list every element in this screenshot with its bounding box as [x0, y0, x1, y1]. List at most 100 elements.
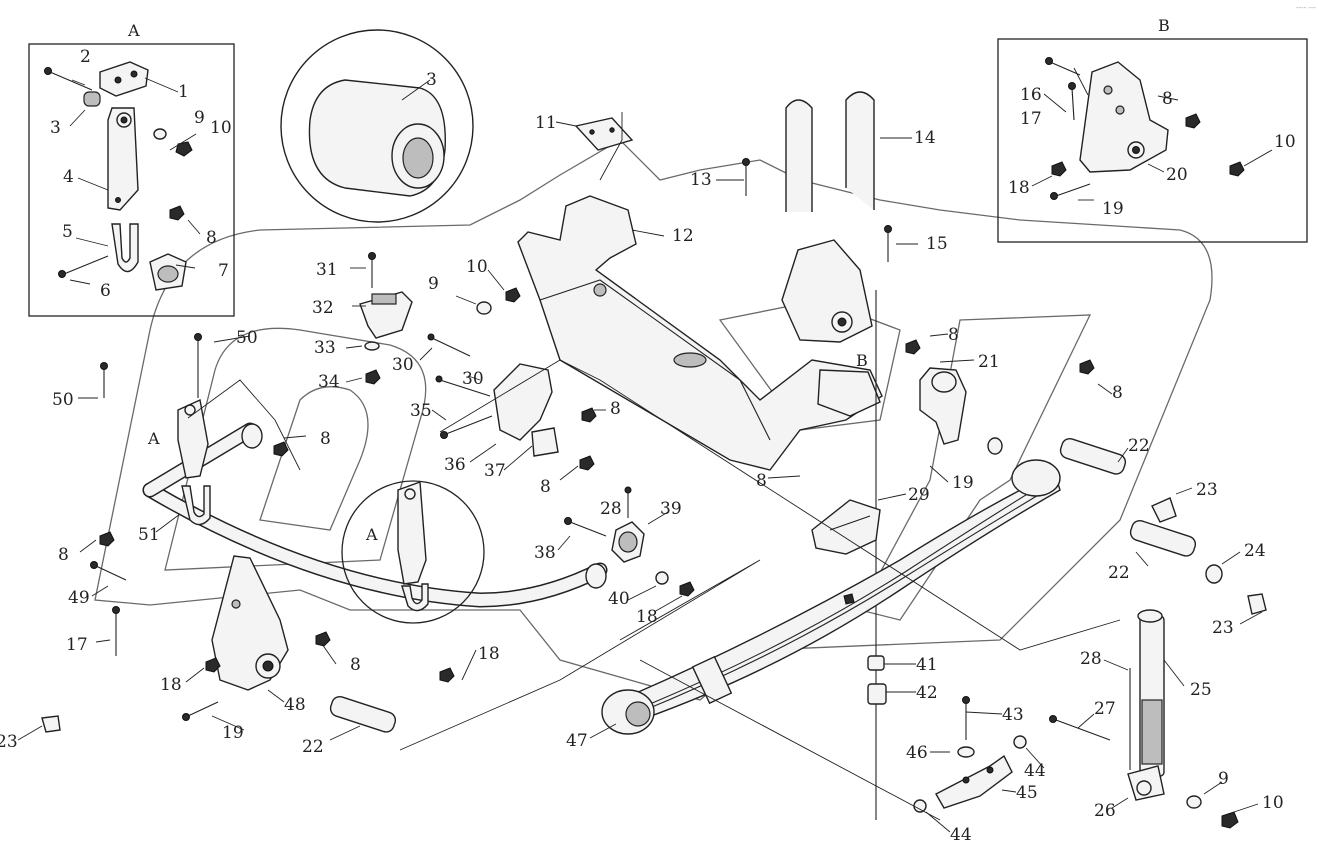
callout-22: 22: [1128, 436, 1150, 456]
callout-17: 17: [1020, 109, 1042, 129]
callout-8: 8: [350, 655, 361, 675]
callout-34: 34: [318, 372, 340, 392]
callout-24: 24: [1244, 541, 1266, 561]
callout-42: 42: [916, 683, 938, 703]
callout-23: 23: [0, 732, 18, 752]
callout-28: 28: [600, 499, 622, 519]
callout-4: 4: [63, 167, 74, 187]
callout-50: 50: [52, 390, 74, 410]
callout-37: 37: [484, 461, 506, 481]
pins-and-nipples: [41, 437, 1267, 733]
crossmember-assembly: [517, 117, 883, 471]
callout-40: 40: [608, 589, 630, 609]
callout-9: 9: [194, 108, 205, 128]
bracket-48: [90, 555, 455, 721]
clamp-39: [564, 486, 695, 597]
callout-20: 20: [1166, 165, 1188, 185]
callout-44: 44: [950, 825, 972, 845]
callout-3: 3: [50, 118, 61, 138]
callout-15: 15: [926, 234, 948, 254]
callout-12: 12: [672, 226, 694, 246]
detail-box-a: A: [28, 21, 235, 317]
callout-23: 23: [1196, 480, 1218, 500]
callout-18: 18: [636, 607, 658, 627]
callout-41: 41: [916, 655, 938, 675]
callout-8: 8: [206, 228, 217, 248]
callout-10: 10: [1262, 793, 1284, 813]
callout-36: 36: [444, 455, 466, 475]
box-b-title: B: [1158, 16, 1170, 35]
callout-29: 29: [908, 485, 930, 505]
callout-30: 30: [392, 355, 414, 375]
callout-8: 8: [1112, 383, 1123, 403]
callout-11: 11: [535, 113, 557, 133]
callout-39: 39: [660, 499, 682, 519]
callout-19: 19: [1102, 199, 1124, 219]
callout-18: 18: [160, 675, 182, 695]
callout-31: 31: [316, 260, 338, 280]
callout-32: 32: [312, 298, 334, 318]
callout-1: 1: [178, 82, 189, 102]
view-mark-a: A: [147, 429, 160, 448]
box-a-title: A: [127, 21, 140, 40]
callout-8: 8: [610, 399, 621, 419]
callout-8: 8: [58, 545, 69, 565]
callout-8: 8: [540, 477, 551, 497]
view-mark-a: A: [365, 525, 378, 544]
bushing-detail-circle: [280, 29, 474, 223]
callout-46: 46: [906, 743, 928, 763]
view-marks: A A B: [147, 351, 868, 544]
callout-50: 50: [236, 328, 258, 348]
callout-48: 48: [284, 695, 306, 715]
callout-22: 22: [1108, 563, 1130, 583]
callout-18: 18: [478, 644, 500, 664]
callout-28: 28: [1080, 649, 1102, 669]
callout-14: 14: [914, 128, 936, 148]
corner-mark: ---- ---: [1296, 4, 1316, 12]
shaft-bracket: [913, 696, 1027, 813]
bracket-36: [427, 333, 597, 471]
nuts-41-42: [867, 655, 887, 705]
callout-51: 51: [138, 525, 160, 545]
view-mark-b: B: [856, 351, 868, 370]
shock-absorber: [1049, 609, 1239, 829]
callout-19: 19: [952, 473, 974, 493]
callout-44: 44: [1024, 761, 1046, 781]
callout-21: 21: [978, 352, 1000, 372]
callout-19: 19: [222, 723, 244, 743]
callout-47: 47: [566, 731, 588, 751]
rear-bracket: [781, 239, 921, 355]
u-bolts: [742, 91, 892, 820]
leader-lines: [17, 67, 1273, 833]
callout-30: 30: [462, 369, 484, 389]
callout-5: 5: [62, 222, 73, 242]
callout-16: 16: [1020, 85, 1042, 105]
callout-9: 9: [1218, 769, 1229, 789]
callout-10: 10: [1274, 132, 1296, 152]
callout-33: 33: [314, 338, 336, 358]
callout-13: 13: [690, 170, 712, 190]
stabilizer-link-left: [99, 333, 289, 547]
callout-38: 38: [534, 543, 556, 563]
callout-labels: 1 2 3 3 4 5 6 7 8 8 8 8 8 8 8 8 8 8 9 9 …: [0, 47, 1296, 845]
callout-8: 8: [1162, 89, 1173, 109]
detail-box-b: B: [997, 16, 1308, 243]
rubber-pad: [811, 499, 881, 605]
callout-25: 25: [1190, 680, 1212, 700]
callout-22: 22: [302, 737, 324, 757]
callout-8: 8: [320, 429, 331, 449]
callout-9: 9: [428, 274, 439, 294]
callout-10: 10: [210, 118, 232, 138]
shackle-bracket: [919, 359, 1095, 455]
callout-2: 2: [80, 47, 91, 67]
callout-43: 43: [1002, 705, 1024, 725]
callout-3: 3: [426, 70, 437, 90]
callout-49: 49: [68, 588, 90, 608]
callout-35: 35: [410, 401, 432, 421]
stabilizer-bar: [142, 422, 608, 608]
callout-8: 8: [948, 325, 959, 345]
callout-18: 18: [1008, 178, 1030, 198]
callout-45: 45: [1016, 783, 1038, 803]
callout-7: 7: [218, 261, 229, 281]
